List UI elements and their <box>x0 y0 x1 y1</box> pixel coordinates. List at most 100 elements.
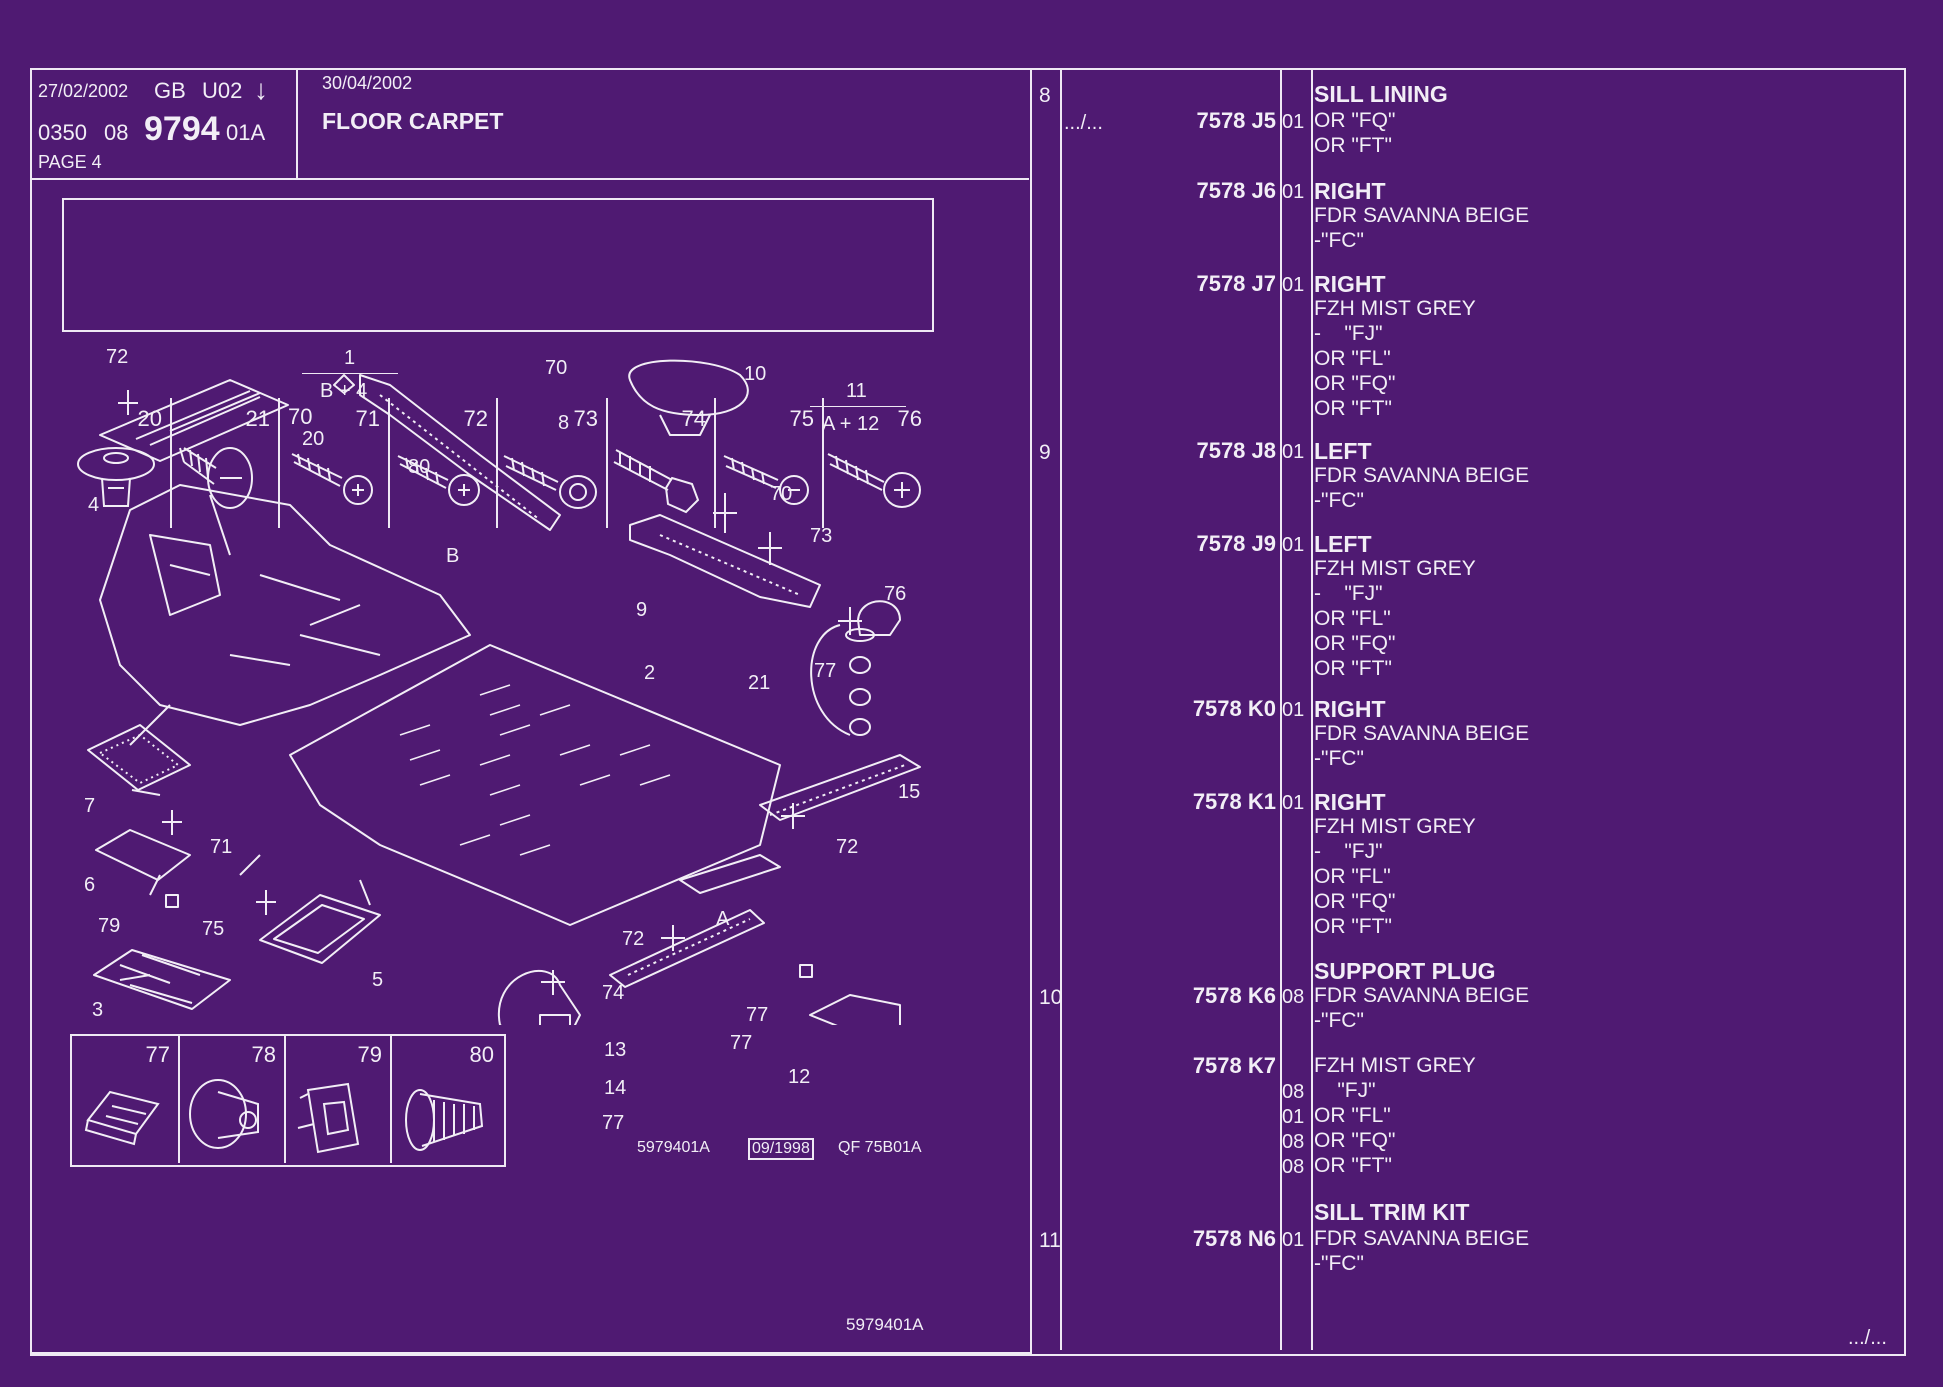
variant-code: 08 <box>1282 1156 1305 1178</box>
item-description: OR "FQ" <box>1314 890 1396 913</box>
item-description: FDR SAVANNA BEIGE <box>1314 722 1530 745</box>
item-description: FZH MIST GREY <box>1314 815 1476 838</box>
callout-77b: 77 <box>746 1004 769 1026</box>
callout-21: 21 <box>748 672 771 694</box>
callout-70: 70 <box>545 357 568 379</box>
callout-71: 71 <box>210 836 233 858</box>
callout-13: 13 <box>604 1039 627 1061</box>
part-number: 7578 K6 <box>1192 983 1276 1008</box>
diagram-ref-date: 09/1998 <box>748 1138 814 1160</box>
callout-15: 15 <box>898 781 921 803</box>
header-catalog-d: 01A <box>226 120 266 145</box>
item-description: FZH MIST GREY <box>1314 297 1476 320</box>
item-ref-9: 9 <box>1039 441 1051 464</box>
part-5-tray <box>259 894 381 964</box>
callout-4: 4 <box>88 494 100 516</box>
callout-b-plus-4: B + 4 <box>320 380 368 402</box>
swatch-70-71: 70 71 <box>278 398 390 528</box>
callout-79: 79 <box>98 915 121 937</box>
fir-tree-clip-icon <box>405 1089 484 1151</box>
item-description: OR "FT" <box>1314 134 1392 157</box>
swatch-75: 75 <box>714 398 824 528</box>
item-description: OR "FT" <box>1314 915 1392 938</box>
callout-72b: 72 <box>836 836 859 858</box>
left-panel-frame <box>30 68 1032 1354</box>
variant-code: 01 <box>1282 441 1305 463</box>
self-tapping-screw-icon <box>291 453 373 505</box>
item-description: -"FC" <box>1314 229 1364 252</box>
variant-code: 01 <box>1282 1229 1305 1251</box>
item-description: -"FC" <box>1314 1252 1364 1275</box>
callout-74: 74 <box>602 982 625 1004</box>
pan-head-screw-icon <box>397 455 480 506</box>
header-divider <box>30 178 1029 180</box>
header-catalog-number: 9794 <box>144 110 220 148</box>
callout-12: 12 <box>788 1066 811 1088</box>
callout-1: 1 <box>344 347 356 369</box>
item-description: OR "FL" <box>1314 865 1391 888</box>
part-number: 7578 N6 <box>1192 1226 1276 1251</box>
item-description: OR "FT" <box>1314 1154 1392 1177</box>
continuation-marker-top: .../... <box>1064 112 1103 134</box>
page-title: FLOOR CARPET <box>322 108 504 134</box>
part-number: 7578 J9 <box>1196 531 1276 556</box>
variant-code: 01 <box>1282 792 1305 814</box>
part-3-tray <box>93 949 231 1010</box>
clip-nut-icon <box>84 1090 160 1146</box>
swatch-76: 76 <box>822 398 930 528</box>
part-10-plug <box>628 359 749 416</box>
callout-9: 9 <box>636 599 648 621</box>
swatch-79: 79 <box>284 1036 392 1163</box>
callout-a-plus-12: A + 12 <box>822 413 880 435</box>
header-date: 27/02/2002 <box>38 81 129 101</box>
washer-screw-icon <box>503 455 597 509</box>
callout-8: 8 <box>558 412 570 434</box>
item-heading: RIGHT <box>1314 178 1386 204</box>
hex-bolt-icon <box>613 449 700 514</box>
part-7-mat <box>87 724 191 791</box>
header-catalog-a: 0350 <box>38 120 87 145</box>
callout-73: 73 <box>810 525 833 547</box>
col-line-ref <box>1060 70 1062 1350</box>
callout-11: 11 <box>846 380 867 402</box>
part-number: 7578 K1 <box>1192 789 1276 814</box>
variant-code: 01 <box>1282 699 1305 721</box>
rivet-clip-icon <box>189 1079 259 1149</box>
item-description: FDR SAVANNA BEIGE <box>1314 204 1530 227</box>
floor-carpet-exploded-diagram <box>87 359 921 1025</box>
part-13-bracket <box>497 969 581 1025</box>
callout-70b: 70 <box>770 483 793 505</box>
item-heading: LEFT <box>1314 438 1372 464</box>
swatch-77: 77 <box>72 1036 180 1163</box>
variant-code: 01 <box>1282 534 1305 556</box>
callout-77c: 77 <box>730 1032 753 1054</box>
item-ref-11: 11 <box>1039 1229 1061 1252</box>
header-page: PAGE 4 <box>38 152 102 172</box>
callout-77d: 77 <box>602 1112 625 1134</box>
item-description: OR "FQ" <box>1314 109 1396 132</box>
item-description: "FJ" <box>1314 1079 1376 1102</box>
variant-code: 01 <box>1282 274 1305 296</box>
diagram-footer-code: 5979401A <box>846 1315 924 1334</box>
push-clip-icon <box>77 447 155 507</box>
item-description: - "FJ" <box>1314 840 1383 863</box>
variant-code: 08 <box>1282 986 1305 1008</box>
item-description: -"FC" <box>1314 747 1364 770</box>
part-9-sill <box>629 514 821 608</box>
part-12-cover <box>809 994 901 1025</box>
continuation-marker-bottom: .../... <box>1848 1327 1887 1349</box>
callout-7: 7 <box>84 795 96 817</box>
callout-20: 20 <box>302 428 325 450</box>
fraction-bar-1 <box>302 373 398 374</box>
item-heading: SILL LINING <box>1314 81 1448 107</box>
item-description: FDR SAVANNA BEIGE <box>1314 1227 1530 1250</box>
swatch-73: 73 <box>496 398 608 528</box>
item-description: OR "FT" <box>1314 657 1392 680</box>
col-line-var <box>1311 70 1313 1350</box>
item-description: OR "FQ" <box>1314 372 1396 395</box>
callout-75: 75 <box>202 918 225 940</box>
callout-6: 6 <box>84 874 96 896</box>
item-description: -"FC" <box>1314 1009 1364 1032</box>
part-A-strip <box>759 754 921 821</box>
item-ref-8: 8 <box>1039 84 1051 107</box>
